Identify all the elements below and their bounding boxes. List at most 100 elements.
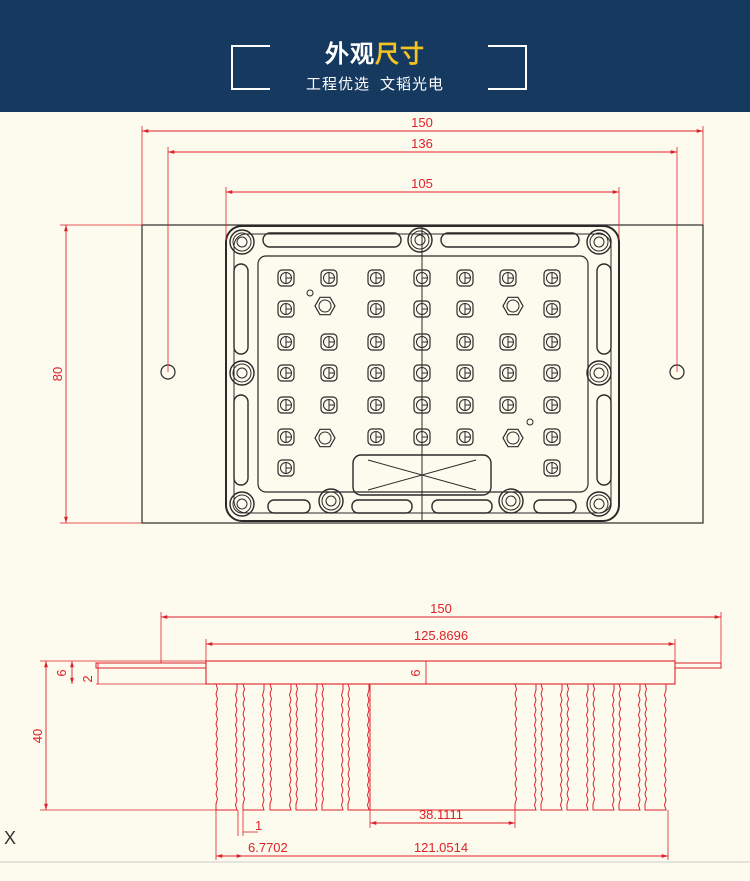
center-channel bbox=[369, 684, 515, 811]
slot-bottom-mid-left bbox=[351, 499, 413, 514]
led-chip bbox=[413, 300, 431, 318]
heatsink-fin bbox=[618, 683, 641, 811]
led-chip bbox=[367, 428, 385, 446]
connector-box bbox=[352, 454, 492, 496]
led-chip bbox=[277, 364, 295, 382]
led-grid bbox=[277, 269, 561, 477]
dim-side-total-height: 40 bbox=[30, 729, 45, 743]
dim-top-hole-spacing: 136 bbox=[411, 136, 433, 151]
led-chip bbox=[543, 396, 561, 414]
dim-side-base-thickness: 6 bbox=[54, 669, 69, 676]
small-hole-left bbox=[306, 289, 314, 297]
led-chip bbox=[499, 333, 517, 351]
led-chip bbox=[499, 364, 517, 382]
dim-side-center-gap: 38.1111 bbox=[419, 807, 463, 822]
dim-side-overall-width: 150 bbox=[430, 601, 452, 616]
led-chip bbox=[277, 428, 295, 446]
slot-right-upper bbox=[596, 263, 612, 355]
led-chip bbox=[456, 364, 474, 382]
screw-bottom-mid-left bbox=[318, 488, 344, 514]
subtitle-right: 文韬光电 bbox=[380, 75, 445, 93]
side-view: 150 125.8696 40 6 2 6 38.1111 1 bbox=[30, 601, 722, 860]
led-chip bbox=[277, 396, 295, 414]
heatsink-fin bbox=[242, 683, 265, 811]
led-chip bbox=[367, 396, 385, 414]
led-chip bbox=[277, 269, 295, 287]
led-chip bbox=[543, 269, 561, 287]
led-chip bbox=[456, 333, 474, 351]
right-flange bbox=[674, 662, 722, 669]
screw-bottom-mid-right bbox=[498, 488, 524, 514]
led-chip bbox=[456, 396, 474, 414]
led-chip bbox=[543, 428, 561, 446]
led-chip bbox=[413, 333, 431, 351]
dim-top-height: 80 bbox=[50, 367, 65, 381]
heatsink-fin bbox=[540, 683, 563, 811]
heatsink-fin bbox=[321, 683, 344, 811]
left-flange bbox=[95, 662, 207, 669]
dim-side-fin-thickness: 1 bbox=[255, 818, 262, 833]
dim-side-fin-pitch: 6.7702 bbox=[248, 840, 288, 855]
heatsink-fin bbox=[514, 683, 537, 811]
heatsink-fin bbox=[566, 683, 589, 811]
led-chip bbox=[413, 269, 431, 287]
hex-boss-upper-right bbox=[502, 296, 524, 316]
dim-side-fin-span: 121.0514 bbox=[414, 840, 468, 855]
heatsink-fin bbox=[592, 683, 615, 811]
header-banner: 外观尺寸 工程优选文韬光电 bbox=[0, 0, 750, 112]
led-chip bbox=[367, 333, 385, 351]
led-chip bbox=[320, 396, 338, 414]
page-title: 外观尺寸 bbox=[0, 34, 750, 69]
heatsink-fin bbox=[644, 683, 667, 811]
led-chip bbox=[277, 333, 295, 351]
slot-left-lower bbox=[233, 394, 249, 486]
led-chip bbox=[456, 428, 474, 446]
led-chip bbox=[543, 300, 561, 318]
side-view-dimensions: 150 125.8696 40 6 2 6 38.1111 1 bbox=[30, 601, 722, 860]
heatsink-fin bbox=[295, 683, 318, 811]
dim-top-pcb-width: 105 bbox=[411, 176, 433, 191]
slot-top-left bbox=[262, 232, 402, 248]
led-chip bbox=[499, 269, 517, 287]
led-chip bbox=[543, 333, 561, 351]
led-chip bbox=[456, 300, 474, 318]
slot-bottom-mid-right bbox=[431, 499, 493, 514]
top-view-dimensions: 150 136 105 80 bbox=[50, 115, 704, 524]
led-chip bbox=[413, 428, 431, 446]
heatsink-fin bbox=[215, 683, 238, 811]
led-chip bbox=[413, 396, 431, 414]
dim-side-center-thickness: 6 bbox=[408, 669, 423, 676]
led-chip bbox=[413, 364, 431, 382]
led-chip bbox=[320, 364, 338, 382]
slot-bottom-left bbox=[267, 499, 311, 514]
led-chip bbox=[543, 364, 561, 382]
page-subtitle: 工程优选文韬光电 bbox=[0, 73, 750, 94]
small-hole-right bbox=[526, 418, 534, 426]
screw-mid-right bbox=[586, 360, 612, 386]
led-chip bbox=[277, 300, 295, 318]
screw-top-left bbox=[229, 229, 255, 255]
dim-side-plate-thickness: 2 bbox=[80, 675, 95, 682]
dim-top-overall-width: 150 bbox=[411, 115, 433, 130]
led-chip bbox=[499, 396, 517, 414]
screw-top-center bbox=[407, 227, 433, 253]
led-chip bbox=[543, 459, 561, 477]
slot-top-right bbox=[440, 232, 580, 248]
hex-boss-lower-right bbox=[502, 428, 524, 448]
heatsink-fins bbox=[215, 683, 667, 811]
hex-boss-upper-left bbox=[314, 296, 336, 316]
screw-bottom-right bbox=[586, 491, 612, 517]
led-chip bbox=[367, 364, 385, 382]
subtitle-left: 工程优选 bbox=[305, 75, 370, 93]
title-accent: 尺寸 bbox=[375, 40, 425, 68]
led-chip bbox=[456, 269, 474, 287]
dim-side-body-width: 125.8696 bbox=[414, 628, 468, 643]
slot-left-upper bbox=[233, 263, 249, 355]
top-view: 150 136 105 80 bbox=[50, 115, 704, 524]
led-chip bbox=[320, 333, 338, 351]
led-chip bbox=[320, 269, 338, 287]
title-main: 外观 bbox=[325, 40, 375, 68]
led-chip bbox=[367, 269, 385, 287]
slot-bottom-right bbox=[533, 499, 577, 514]
